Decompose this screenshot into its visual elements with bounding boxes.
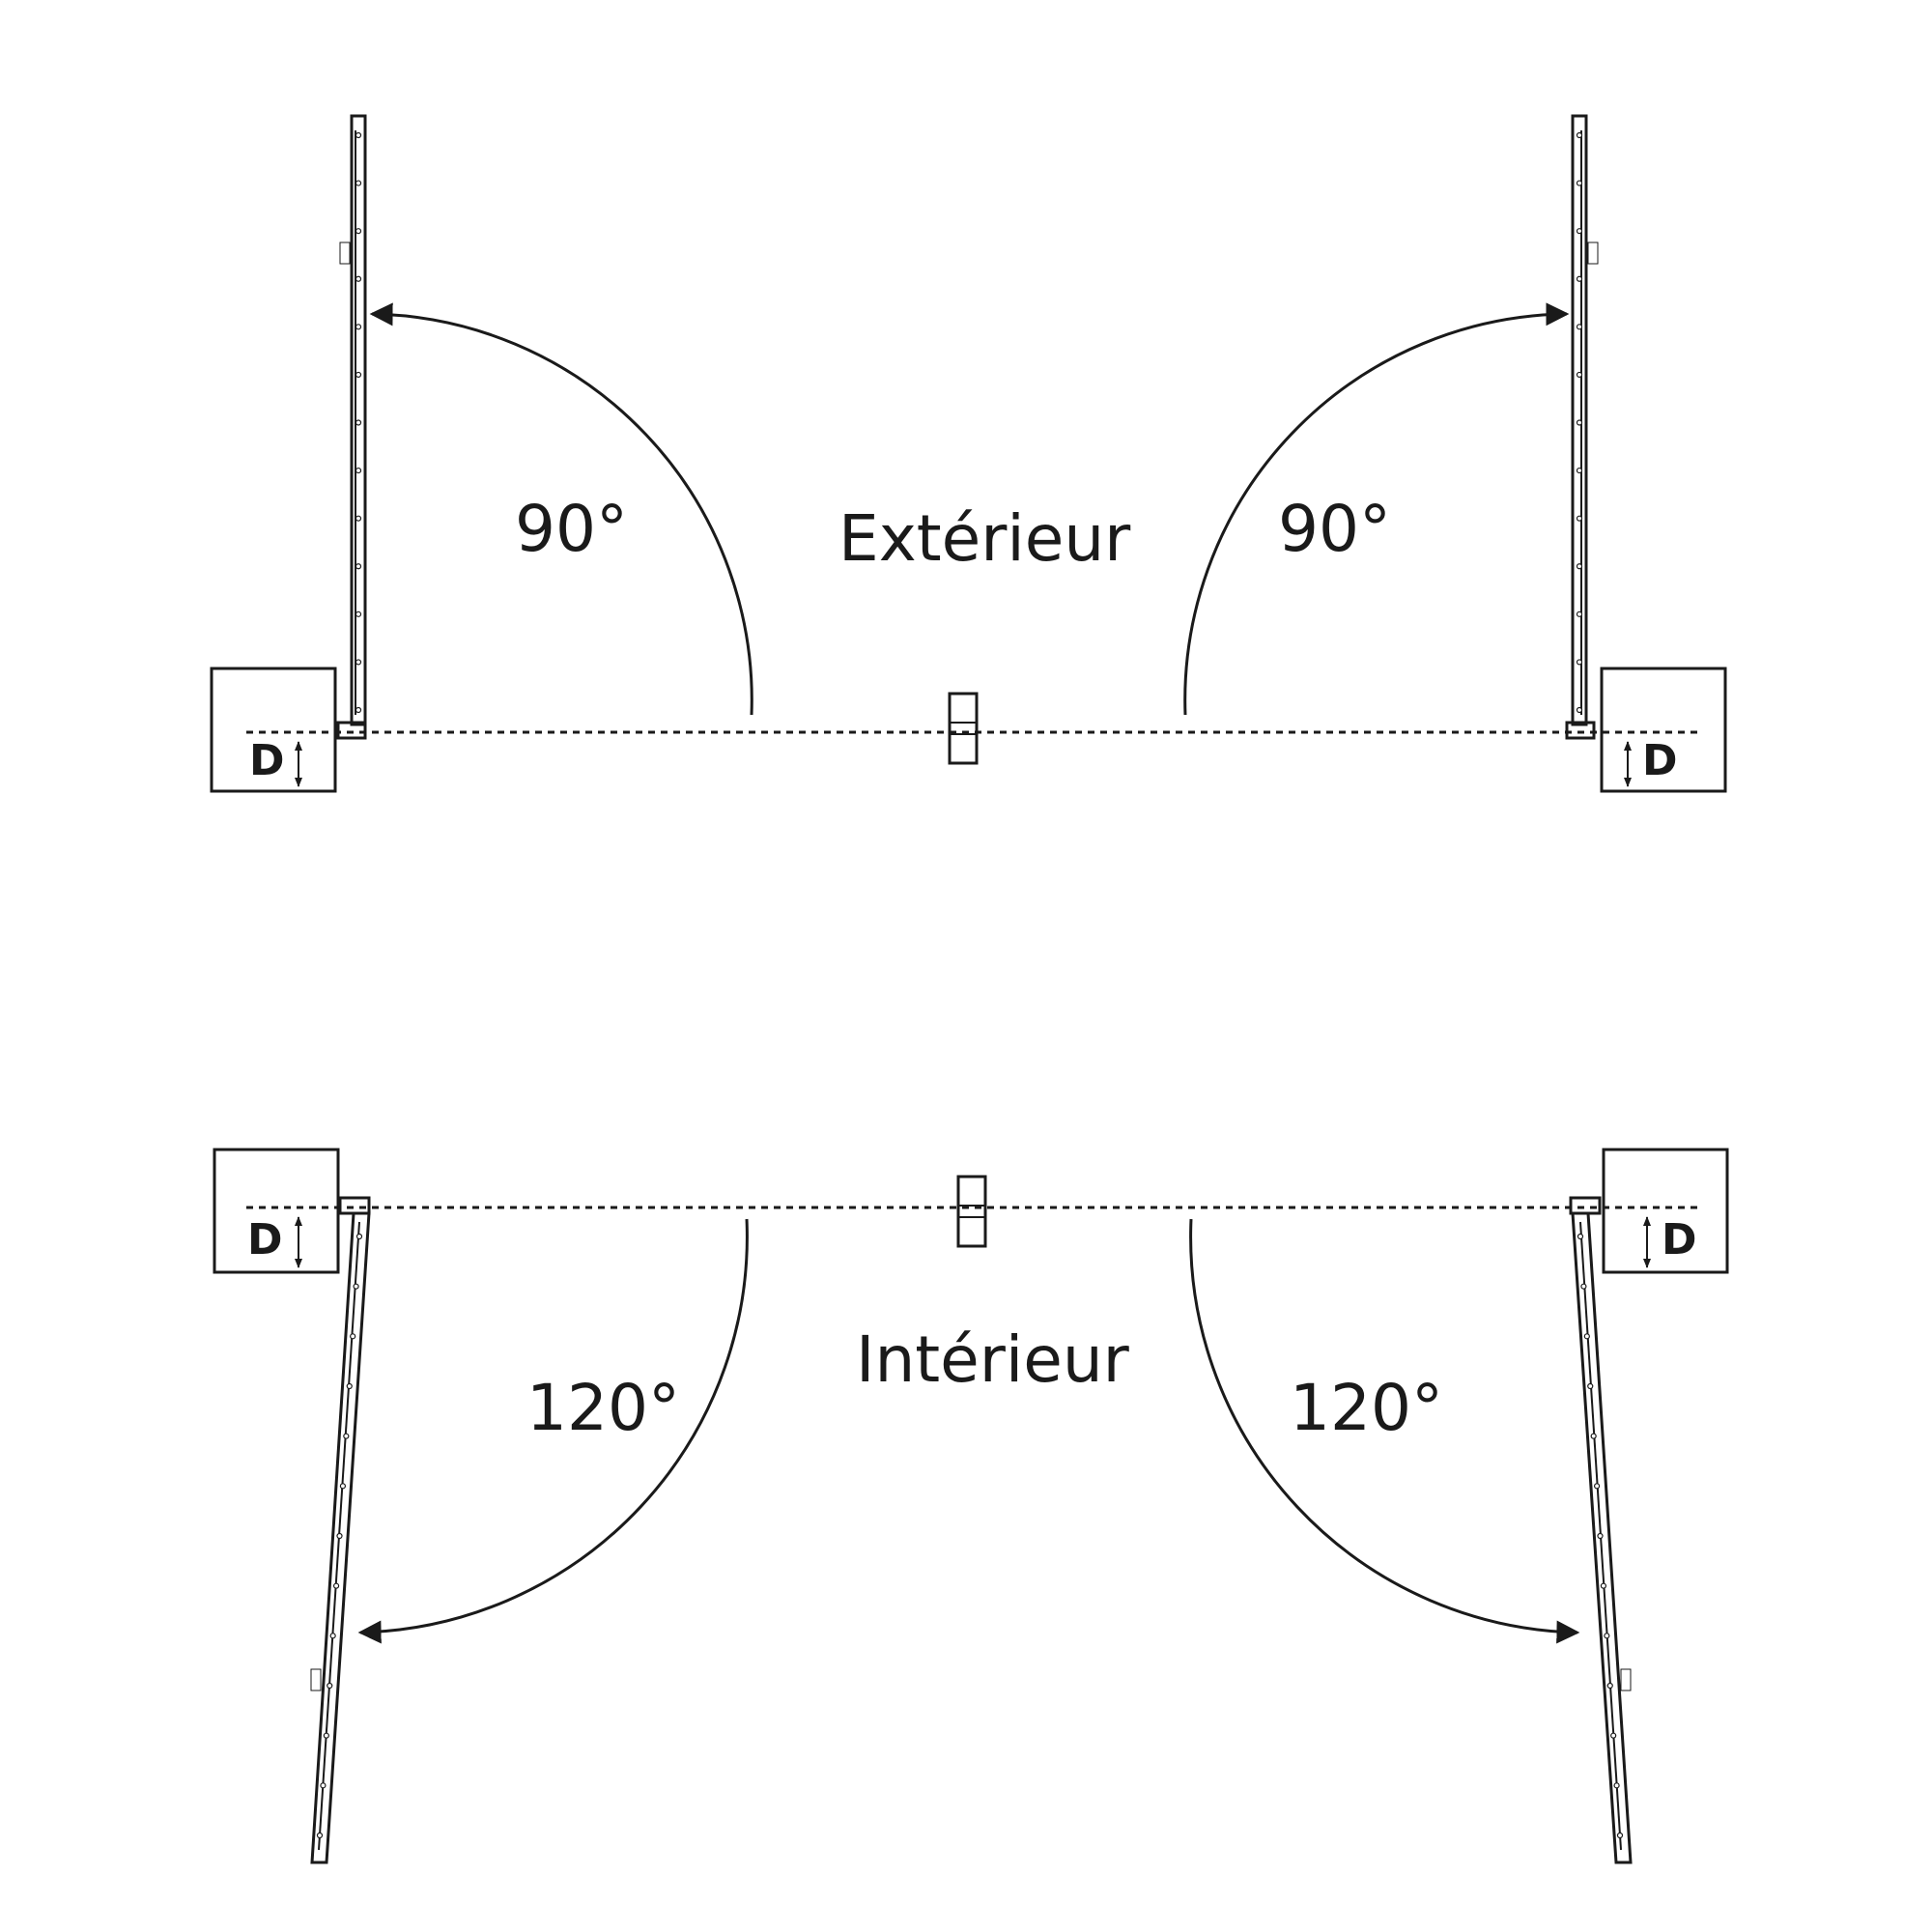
gate-rivet <box>327 1682 333 1690</box>
gate-rivet <box>1593 1483 1601 1490</box>
gate-rivet <box>1576 228 1583 235</box>
gate-rivet <box>343 1433 350 1439</box>
gate-rivet <box>1576 563 1583 570</box>
gate-rivet <box>346 1382 353 1390</box>
gate-rivet <box>1590 1433 1597 1439</box>
gate-rivet <box>1576 419 1583 426</box>
hinge-right <box>1565 721 1596 740</box>
gate-rivet <box>329 1633 336 1639</box>
gate-rivet <box>1577 1233 1584 1240</box>
gate-rivet <box>1576 131 1583 139</box>
gate-rivet <box>1587 1382 1594 1390</box>
gate-latch <box>1587 242 1599 265</box>
dimension-label-left: D <box>247 1215 283 1264</box>
gate-rivet <box>339 1483 347 1490</box>
gate-rivet <box>355 1233 363 1240</box>
gate-latch <box>339 242 351 265</box>
gate-rivet <box>1613 1782 1620 1789</box>
top-section: D 90° Extérieur 90° D <box>210 114 1727 793</box>
gate-rivet <box>355 228 362 235</box>
gate-rivet <box>355 371 362 379</box>
left-gate-leaf <box>310 1196 371 1864</box>
gate-rivet <box>1610 1732 1617 1739</box>
right-pillar <box>1602 1148 1729 1274</box>
gate-rivet <box>353 1283 359 1290</box>
gate-rivet <box>1600 1582 1607 1589</box>
hinge-right <box>1569 1196 1602 1215</box>
gate-rivet <box>355 467 362 474</box>
gate-rivet <box>320 1782 327 1789</box>
gate-rivet <box>355 131 362 139</box>
hinge-left <box>336 721 367 740</box>
gate-rivet <box>332 1582 340 1589</box>
gate-rivet <box>1604 1633 1610 1639</box>
gate-rivet <box>1576 706 1583 714</box>
center-stop-bottom <box>956 1175 987 1248</box>
dimension-label-right: D <box>1662 1215 1697 1264</box>
gate-rivet <box>1576 515 1583 522</box>
gate-rivet <box>1606 1682 1613 1690</box>
hinge-left <box>338 1196 371 1215</box>
angle-label-top-right: 90° <box>1278 492 1391 566</box>
gate-rivet <box>1583 1333 1590 1340</box>
gate-rivet <box>355 563 362 570</box>
gate-rivet <box>350 1333 356 1340</box>
gate-rivet <box>1576 467 1583 474</box>
swing-arc-bottom-right <box>1189 1218 1580 1644</box>
angle-label-bottom-right: 120° <box>1290 1371 1443 1445</box>
gate-rivet <box>1580 1283 1587 1290</box>
gate-latch <box>1620 1668 1632 1691</box>
gate-rivet <box>1576 659 1583 666</box>
gate-rivet <box>355 419 362 426</box>
center-stop-top <box>948 692 979 765</box>
dimension-label-left: D <box>249 736 285 785</box>
gate-rivet <box>1576 371 1583 379</box>
gate-rivet <box>323 1732 329 1739</box>
angle-label-top-left: 90° <box>515 492 628 566</box>
left-gate-leaf <box>336 114 367 740</box>
gate-rivet <box>1576 611 1583 617</box>
swing-arc-top-right <box>1183 302 1570 716</box>
left-pillar <box>213 1148 340 1274</box>
dimension-label-right: D <box>1642 736 1678 785</box>
section-label-bottom: Intérieur <box>856 1322 1130 1397</box>
gate-rivet <box>1576 324 1583 330</box>
swing-arc-bottom-left <box>357 1218 749 1644</box>
gate-rivet <box>355 611 362 617</box>
section-label-top: Extérieur <box>838 501 1131 576</box>
left-pillar <box>210 667 337 793</box>
gate-rivet <box>355 659 362 666</box>
gate-rivet <box>1576 180 1583 186</box>
right-pillar <box>1600 667 1727 793</box>
gate-rivet <box>355 515 362 522</box>
right-gate-leaf <box>1569 1196 1633 1864</box>
gate-latch <box>310 1668 322 1691</box>
gate-rivet <box>355 275 362 282</box>
angle-label-bottom-left: 120° <box>526 1371 680 1445</box>
gate-rivet <box>355 706 362 714</box>
gate-rivet <box>316 1832 324 1839</box>
gate-rivet <box>1616 1832 1624 1839</box>
gate-rivet <box>1576 275 1583 282</box>
right-gate-leaf <box>1565 114 1599 740</box>
gate-rivet <box>1597 1532 1604 1540</box>
gate-rivet <box>336 1532 343 1540</box>
gate-rivet <box>355 180 362 186</box>
swing-arc-top-left <box>369 302 753 716</box>
bottom-section: D 120° Intérieur 120° D <box>213 1148 1729 1864</box>
gate-rivet <box>355 324 362 330</box>
